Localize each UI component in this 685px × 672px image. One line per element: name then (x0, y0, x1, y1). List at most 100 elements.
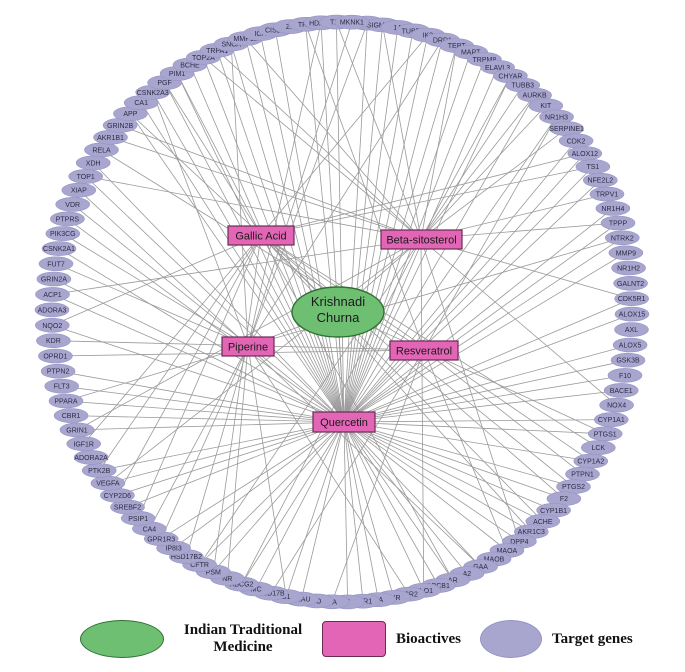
edge-bioactive-gene (343, 94, 535, 423)
edge-bioactive-gene (260, 166, 593, 236)
legend-swatch-genes (480, 620, 542, 658)
edge-bioactive-gene (423, 349, 583, 475)
edge-bioactive-gene (152, 92, 345, 423)
gene-node-shape (48, 393, 84, 409)
edge-bioactive-gene (343, 24, 383, 423)
gene-node: TPPP (600, 215, 636, 231)
edge-bioactive-gene (343, 421, 543, 522)
edge-bioactive-gene (305, 24, 425, 351)
gene-label: TRPA1 (206, 48, 228, 55)
gene-label: XIAP (71, 188, 87, 195)
edge-bioactive-gene (216, 50, 422, 240)
gene-label: BCHE (180, 63, 200, 70)
gene-label: TRPV1 (596, 192, 619, 199)
edge-bioactive-gene (247, 345, 481, 567)
edge-bioactive-gene (343, 419, 612, 423)
gene-label: NOX4 (607, 403, 626, 410)
gene-node: VEGFA (90, 475, 126, 491)
gene-node-shape (36, 333, 71, 349)
bioactive-label: Quercetin (320, 417, 368, 429)
gene-node-shape (66, 436, 101, 452)
edge-bioactive-gene (343, 23, 368, 423)
gene-label: PTPRS (56, 216, 80, 223)
gene-node: PTGS1 (587, 426, 623, 442)
edge-bioactive-gene (420, 75, 511, 240)
edge-bioactive-gene (343, 140, 577, 423)
gene-label: FLT3 (54, 384, 70, 391)
gene-label: CSNK2A1 (43, 246, 75, 253)
gene-node: ALOX5 (612, 337, 648, 353)
edge-bioactive-gene (274, 29, 345, 423)
gene-label: KIT (540, 103, 552, 110)
edge-bioactive-gene (343, 34, 429, 423)
gene-label: SNCA (221, 42, 241, 49)
edge-bioactive-gene (270, 349, 425, 594)
gene-node: VDR (55, 197, 90, 212)
gene-label: VEGFA (96, 481, 120, 488)
edge-bioactive-gene (382, 24, 422, 240)
gene-node: GALNT2 (613, 275, 648, 291)
gene-node-shape (61, 182, 97, 198)
edge-bioactive-gene (343, 421, 454, 581)
edge-bioactive-gene (343, 421, 606, 435)
edge-bioactive-gene (343, 179, 601, 423)
gene-label: CDK2 (567, 138, 586, 145)
edge-bioactive-gene (420, 238, 520, 542)
edge-bioactive-gene (260, 34, 429, 236)
target-gene-ring: CDK6SIGMAR11ATUBB1IK2DRD1TEPTMAPTTRPM8EL… (34, 14, 650, 610)
edge-bioactive-gene (259, 33, 345, 423)
gene-node-shape (44, 378, 80, 394)
gene-node: LCK (580, 440, 616, 455)
gene-label: MMP12 (234, 36, 258, 43)
gene-node-shape (45, 226, 81, 241)
gene-node: IGF1R (66, 436, 101, 452)
gene-node-shape (593, 412, 629, 427)
gene-node: NOX4 (599, 397, 634, 413)
edge-bioactive-gene (343, 421, 481, 567)
gene-label: PIK3CG (50, 231, 76, 238)
gene-node-shape (55, 197, 90, 212)
gene-node-shape (614, 291, 650, 307)
edge-bioactive-gene (260, 234, 565, 500)
edge-bioactive-gene (92, 162, 345, 423)
gene-label: MMP9 (616, 250, 636, 257)
gene-label: GRIN2A (41, 277, 67, 284)
edge-bioactive-gene (420, 105, 547, 240)
gene-label: NR (222, 576, 232, 583)
gene-label: TUBB3 (512, 83, 535, 90)
gene-node: PTK2B (81, 463, 117, 478)
gene-label: GAA (473, 564, 488, 571)
gene-label: NFE2L2 (587, 178, 613, 185)
edge-bioactive-gene (320, 22, 345, 423)
edge-bioactive-gene (176, 73, 345, 423)
edge-bioactive-gene (260, 234, 454, 581)
gene-label: HSD17B2 (171, 554, 202, 561)
medicine-label-line1: Krishnadi (311, 294, 365, 309)
edge-bioactive-gene (343, 208, 614, 423)
legend-label-genes: Target genes (552, 630, 633, 647)
edge-bioactive-gene (420, 238, 617, 406)
gene-label: TOP1 (77, 174, 95, 181)
edge-bioactive-gene (212, 234, 262, 572)
edge-bioactive-gene (343, 237, 623, 423)
gene-node: TOP1 (68, 169, 103, 184)
gene-node-shape (614, 306, 650, 322)
gene-label: GALNT2 (617, 281, 644, 288)
gene-label: A2 (463, 571, 472, 578)
gene-node-shape (610, 352, 646, 368)
gene-label: CSNK2A3 (137, 90, 169, 97)
edge-bioactive-gene (62, 233, 249, 347)
gene-node-shape (59, 422, 95, 438)
edge-bioactive-gene (203, 56, 422, 240)
edge-bioactive-gene (343, 421, 394, 598)
gene-label: PSM (206, 569, 221, 576)
gene-label: AKR1B1 (97, 135, 124, 142)
edge-bioactive-gene (226, 345, 249, 579)
edge-bioactive-gene (420, 128, 567, 240)
gene-node-shape (599, 397, 634, 413)
gene-node: MKNK1 (334, 14, 370, 30)
gene-label: CA1 (134, 100, 148, 107)
gene-label: CBR1 (62, 413, 81, 420)
edge-bioactive-gene (119, 124, 422, 240)
edge-bioactive-gene (247, 22, 322, 347)
